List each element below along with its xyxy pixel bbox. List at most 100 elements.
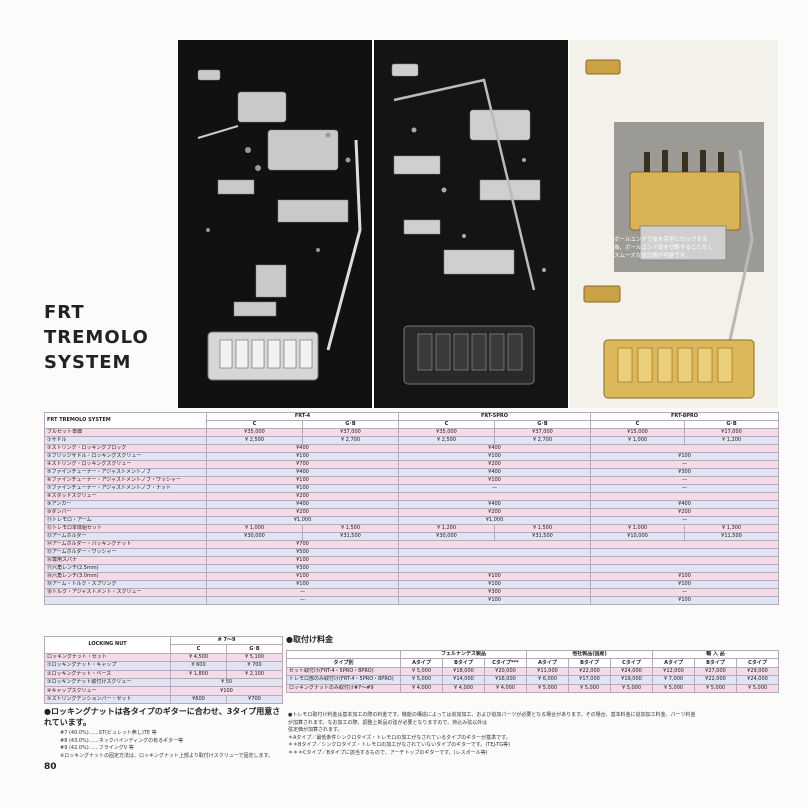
table-cell: ¥300 (590, 468, 780, 477)
table-cell: ¥ 2,700 (302, 436, 399, 445)
table-cell: — (206, 596, 399, 605)
fees-heading: ●取付け料金 (286, 635, 333, 644)
table-cell: ¥400 (397, 444, 592, 453)
table-cell: ¥ 5,000 (609, 683, 654, 693)
table-cell: ¥300 (397, 588, 592, 597)
table-cell: ⑯専用スパナ (44, 556, 207, 565)
table-cell: ②ストリング・ロッキングブロック (44, 444, 207, 453)
table-row: ⑲アーム・トルク・スプリング¥100¥100¥100 (44, 580, 780, 589)
table-cell: ②ロッキングナット・ベース (44, 669, 171, 679)
table-row: ⑤ストリングテンションバー・セット¥600¥700 (44, 694, 284, 705)
fee-notes: ●トレモロ取付け料金は基本加工の際の料金です。機能の構造によっては追加加工、およ… (288, 712, 778, 757)
table-cell: ¥11,500 (684, 532, 780, 541)
table-cell (397, 548, 592, 557)
table-row: トレモロ部のみ取付け(FRT-4・5PRO・8PRO)¥ 5,000¥14,00… (286, 675, 780, 685)
table-cell: ¥ 1,800 (170, 669, 227, 679)
table-cell: ¥500 (206, 548, 399, 557)
table-cell: ¥400 (206, 468, 399, 477)
note: 弦定価が加算されます。 (288, 727, 343, 733)
note: #8 (43.0%)……ネックバインディングの有るギター等 (60, 737, 184, 744)
table-cell: ¥100 (397, 596, 592, 605)
table-cell (44, 596, 207, 605)
table-cell: ¥37,000 (493, 428, 592, 437)
table-cell: — (590, 588, 780, 597)
table-cell: ¥200 (590, 508, 780, 517)
model-header: FRT-5PRO (397, 412, 592, 421)
table-row: ⑮アームホルダー・ワッシャー¥500 (44, 548, 780, 557)
table-row: ⑫トレモロ本体組セット¥ 1,000¥ 1,500¥ 1,200¥ 1,500¥… (44, 524, 780, 533)
table-cell: ¥30,000 (398, 532, 495, 541)
table-cell: ¥400 (206, 500, 399, 509)
table-cell: ¥ 1,200 (398, 524, 495, 533)
table-cell: ¥ 2,700 (493, 436, 592, 445)
photo-caption: ボールエンドで弦を完全にロックする 為、ボールエンド部を切断することなく、 スム… (614, 237, 719, 259)
table-cell: ⑳トルク・アジャストメント・スクリュー (44, 588, 207, 597)
table-cell: ¥15,000 (590, 428, 686, 437)
table-cell: ¥100 (590, 452, 780, 461)
fees-group: 他社製品(国産) (525, 649, 654, 660)
table-cell: ¥24,000 (609, 666, 654, 677)
table-cell: ③ロッキングナット取付けスクリュー (44, 677, 171, 688)
page-title: FRT TREMOLO SYSTEM (44, 302, 149, 373)
table-cell: ¥29,000 (736, 666, 780, 677)
locking-notes: #7 (40.0%)……ST(ビュレット無し)TE 等 #8 (43.0%)……… (60, 730, 273, 760)
color-header: G･B (225, 644, 284, 654)
color-header: C (590, 420, 686, 429)
table-cell: ¥100 (590, 580, 780, 589)
table-cell: ¥400 (397, 468, 592, 477)
table-cell: ¥100 (397, 572, 592, 581)
table-cell: ¥19,000 (609, 675, 654, 685)
table-cell: ¥ 4,000 (442, 683, 485, 693)
locking-group: # 7〜9 (169, 635, 284, 646)
table-cell (590, 556, 780, 565)
table-cell: ¥ 1,200 (684, 436, 780, 445)
note: が加算されます。なお加工の際、調整上新品の弦が必要となりますので、持込み弦以外は (288, 719, 488, 726)
table-cell: ¥400 (397, 500, 592, 509)
table-cell: ¥200 (397, 508, 592, 517)
color-header: C (398, 420, 495, 429)
table-cell: ¥700 (225, 694, 284, 705)
table-cell: ¥ 1,000 (590, 436, 686, 445)
table-cell: ¥16,000 (484, 675, 527, 685)
table-cell: ⑥ファインチューナー・アジャストメントノブ・ワッシャー (44, 476, 207, 485)
table-cell: ⑫トレモロ本体組セット (44, 524, 207, 533)
table-cell (397, 556, 592, 565)
fees-type-header: Cタイプ (736, 658, 780, 668)
table-row: ロッキングナット・セット¥ 4,500¥ 5,100 (44, 652, 284, 663)
table-row: ⑬アームホルダー¥30,000¥31,500¥30,000¥31,500¥10,… (44, 532, 780, 541)
table-cell: ロッキングナット・セット (44, 652, 171, 663)
color-header: G･B (302, 420, 399, 429)
table-cell: ¥11,000 (526, 666, 569, 677)
table-cell: ¥ 1,500 (302, 524, 399, 533)
table-cell: ¥100 (397, 452, 592, 461)
model-header: FRT-8PRO (590, 412, 780, 421)
table-cell: ¥12,000 (652, 666, 696, 677)
color-header: C (170, 644, 227, 654)
table-row: ⑩ダンパー¥200¥200¥200 (44, 508, 780, 517)
table-cell: ¥ 5,000 (694, 683, 738, 693)
table-cell: ¥600 (170, 694, 227, 705)
table-cell: ¥100 (397, 580, 592, 589)
table-cell: ¥ 1,300 (684, 524, 780, 533)
note: #9 (42.0%)……フライングV 等 (60, 745, 134, 751)
note: ＊＊Bタイプ／シンクロタイズ・トレモロの加工がなされていないタイプのギターです。… (288, 742, 511, 748)
table-cell: — (590, 460, 780, 469)
table-cell: ①ロッキングナット・キャップ (44, 661, 171, 671)
table-cell: — (590, 484, 780, 493)
fees-type-header: Bタイプ (568, 658, 611, 668)
table-cell: ¥300 (206, 564, 399, 573)
note: ＊Aタイプ／最低条件シンクロタイズ・トレモロの加工がなされているタイプのギターが… (288, 734, 511, 741)
table-cell: ¥20,000 (484, 666, 527, 677)
table-row: セット取付け(FRT-4・5PRO・8PRO)¥ 5,000¥18,000¥20… (286, 666, 780, 677)
model-header: FRT-4 (206, 412, 399, 421)
color-header: C (206, 420, 303, 429)
photo-frt5pro (374, 40, 568, 408)
fees-type-header: Aタイプ (526, 658, 569, 668)
table-row: ⑰六角レンチ(2.5mm)¥300 (44, 564, 780, 573)
table-row: フルセット単価¥35,000¥37,000¥35,000¥37,000¥15,0… (44, 428, 780, 437)
table-cell: ¥100 (206, 452, 399, 461)
table-row: —¥100¥100 (44, 596, 780, 605)
table-cell: ⑦ファインチューナー・アジャストメントノブ・ナット (44, 484, 207, 493)
table-cell: ¥ 4,000 (400, 683, 443, 693)
